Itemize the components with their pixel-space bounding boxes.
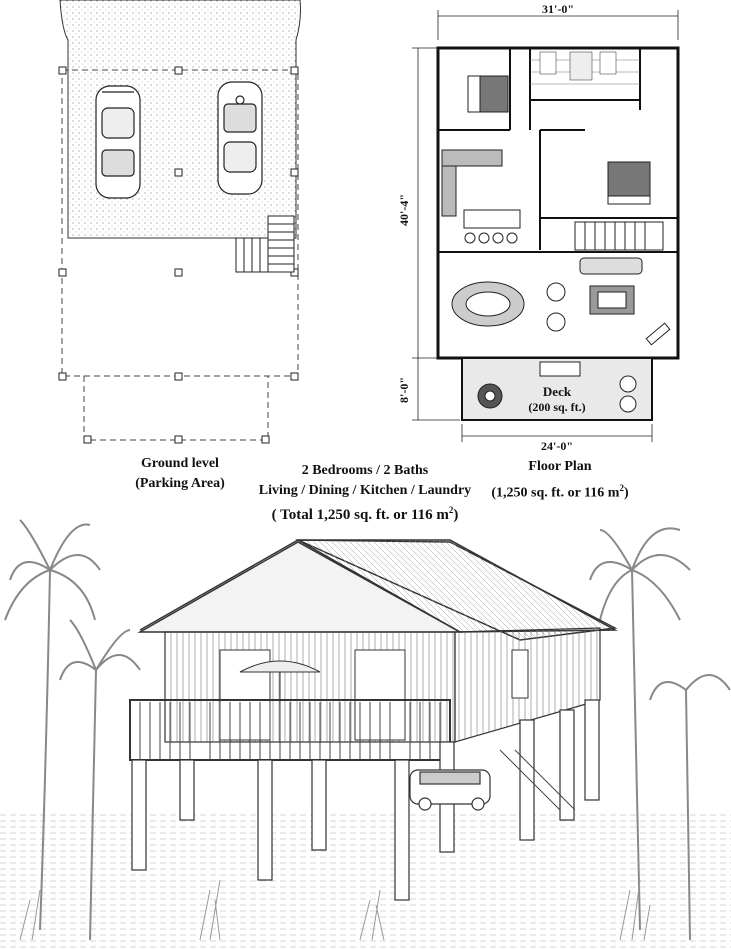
interior-stairs — [574, 221, 664, 251]
interior-walls — [438, 48, 678, 253]
exterior-stairs — [499, 749, 576, 811]
floor-plan-area: (1,250 sq. ft. or 116 m2) — [480, 480, 640, 502]
floor-plan-area-sup: 2 — [619, 483, 624, 493]
pile-markers — [58, 66, 299, 444]
roof-side — [295, 539, 618, 633]
summary-spaces: Living / Dining / Kitchen / Laundry — [258, 483, 472, 498]
dining-table — [451, 281, 525, 327]
bed-secondary — [607, 161, 651, 205]
dim-deck-depth: 8'-0" — [397, 377, 411, 403]
stilts — [131, 699, 600, 901]
deck-label: Deck — [543, 384, 572, 399]
house-elevation-sketch — [0, 519, 731, 949]
floor-plan-area-text: (1,250 sq. ft. or 116 m — [491, 485, 620, 501]
ground-stairs — [235, 215, 295, 273]
floor-plan: 31'-0" 40'-4" 8'-0" 24'-0" — [397, 2, 680, 450]
parked-car — [409, 769, 491, 811]
ground-level-title: Ground level — [141, 456, 219, 471]
ground-level-plan — [58, 0, 301, 444]
deck-footprint — [83, 375, 269, 441]
palm-tree-left — [4, 519, 141, 941]
dim-width: 31'-0" — [542, 2, 574, 16]
deck-area: (200 sq. ft.) — [528, 400, 585, 414]
deck-balusters — [139, 702, 441, 760]
car-right — [217, 81, 263, 195]
ground-level-subtitle: (Parking Area) — [135, 476, 225, 491]
grass — [19, 879, 651, 941]
summary-rooms: 2 Bedrooms / 2 Baths — [301, 463, 429, 478]
car-left — [95, 85, 141, 199]
living-furniture — [546, 257, 671, 346]
deck-furniture — [477, 361, 637, 413]
floor-plan-title: Floor Plan — [528, 459, 592, 474]
summary-total-end: ) — [453, 507, 459, 523]
summary-total-text: ( Total 1,250 sq. ft. or 116 m — [271, 507, 449, 523]
sandy-ground — [0, 810, 731, 949]
side-window — [511, 649, 529, 699]
dim-depth: 40'-4" — [397, 194, 411, 226]
bath-area — [530, 51, 640, 85]
bed-primary — [467, 75, 509, 113]
summary-total: ( Total 1,250 sq. ft. or 116 m2) — [245, 502, 485, 524]
summary-total-sup: 2 — [448, 505, 454, 515]
dim-deck-width: 24'-0" — [541, 439, 573, 450]
kitchen — [441, 149, 521, 244]
floor-plan-area-end: ) — [623, 485, 629, 501]
